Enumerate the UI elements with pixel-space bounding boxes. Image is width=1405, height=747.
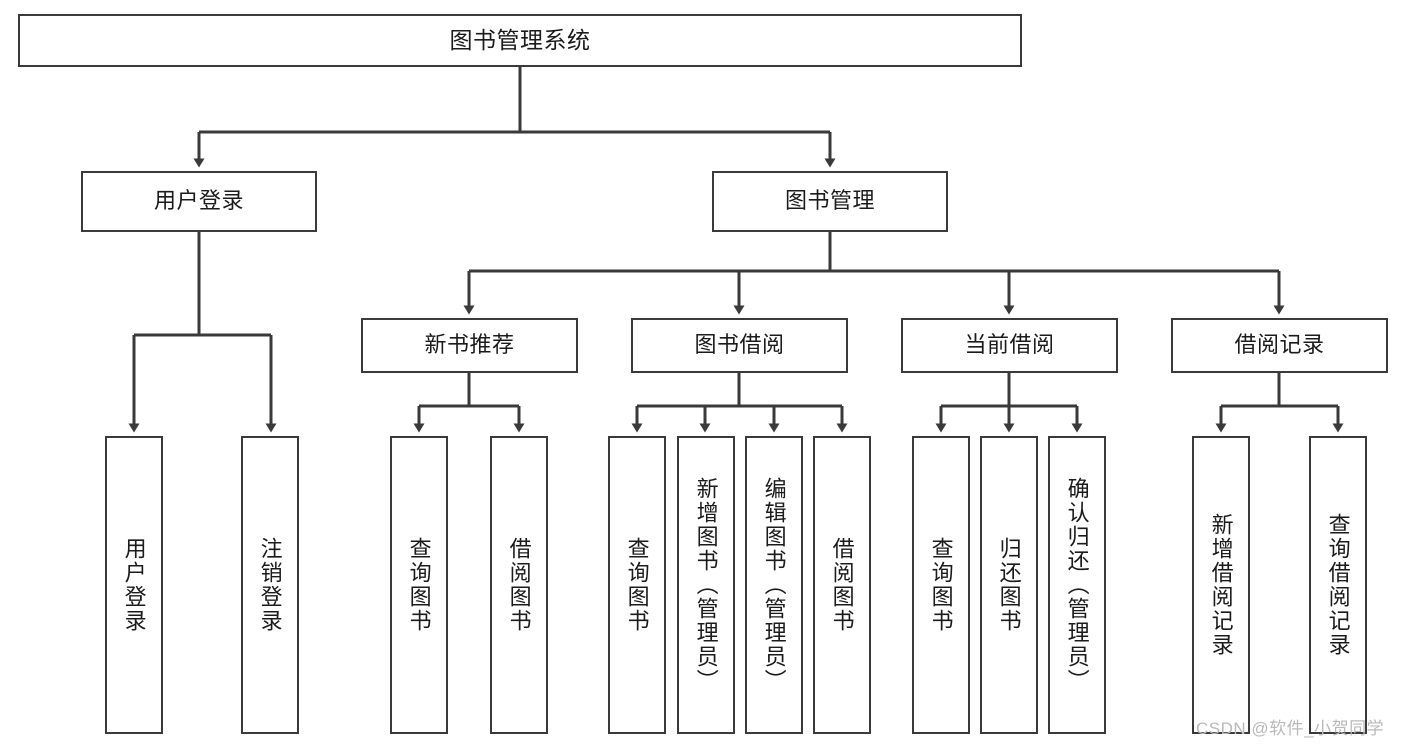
node-leaf-query-book-3-label: 查询图书 <box>928 537 954 633</box>
node-leaf-logout-login[interactable]: 注销登录 <box>241 436 299 734</box>
node-leaf-add-record-label: 新增借阅记录 <box>1208 513 1234 657</box>
node-new-book-recommend-label: 新书推荐 <box>424 332 515 358</box>
node-leaf-query-book-2-label: 查询图书 <box>624 537 650 633</box>
node-leaf-edit-book-label: 编辑图书（管理员） <box>761 477 787 693</box>
node-leaf-borrow-book-2[interactable]: 借阅图书 <box>813 436 871 734</box>
node-leaf-query-book-1[interactable]: 查询图书 <box>390 436 448 734</box>
node-leaf-return-book[interactable]: 归还图书 <box>980 436 1038 734</box>
node-book-borrow[interactable]: 图书借阅 <box>631 318 848 373</box>
node-leaf-borrow-book-1-label: 借阅图书 <box>506 537 532 633</box>
node-leaf-query-record[interactable]: 查询借阅记录 <box>1309 436 1367 734</box>
node-root[interactable]: 图书管理系统 <box>18 14 1022 67</box>
node-book-management-label: 图书管理 <box>784 188 875 214</box>
node-book-management[interactable]: 图书管理 <box>712 171 948 232</box>
node-user-login[interactable]: 用户登录 <box>81 171 317 232</box>
node-leaf-confirm-return-label: 确认归还（管理员） <box>1064 477 1090 693</box>
node-leaf-query-record-label: 查询借阅记录 <box>1325 513 1351 657</box>
node-leaf-user-login[interactable]: 用户登录 <box>105 436 163 734</box>
node-leaf-query-book-3[interactable]: 查询图书 <box>912 436 970 734</box>
node-current-borrow-label: 当前借阅 <box>964 332 1055 358</box>
node-leaf-add-book-label: 新增图书（管理员） <box>693 477 719 693</box>
node-leaf-user-login-label: 用户登录 <box>121 537 147 633</box>
node-leaf-add-record[interactable]: 新增借阅记录 <box>1192 436 1250 734</box>
node-leaf-query-book-1-label: 查询图书 <box>406 537 432 633</box>
node-borrow-record[interactable]: 借阅记录 <box>1171 318 1388 373</box>
node-leaf-logout-login-label: 注销登录 <box>257 537 283 633</box>
node-leaf-borrow-book-1[interactable]: 借阅图书 <box>490 436 548 734</box>
node-new-book-recommend[interactable]: 新书推荐 <box>361 318 578 373</box>
node-root-label: 图书管理系统 <box>449 26 591 53</box>
node-leaf-edit-book[interactable]: 编辑图书（管理员） <box>745 436 803 734</box>
node-borrow-record-label: 借阅记录 <box>1234 332 1325 358</box>
node-book-borrow-label: 图书借阅 <box>694 332 785 358</box>
node-leaf-add-book[interactable]: 新增图书（管理员） <box>677 436 735 734</box>
node-user-login-label: 用户登录 <box>153 188 244 214</box>
node-leaf-confirm-return[interactable]: 确认归还（管理员） <box>1048 436 1106 734</box>
node-leaf-query-book-2[interactable]: 查询图书 <box>608 436 666 734</box>
node-leaf-return-book-label: 归还图书 <box>996 537 1022 633</box>
node-leaf-borrow-book-2-label: 借阅图书 <box>829 537 855 633</box>
node-current-borrow[interactable]: 当前借阅 <box>901 318 1118 373</box>
